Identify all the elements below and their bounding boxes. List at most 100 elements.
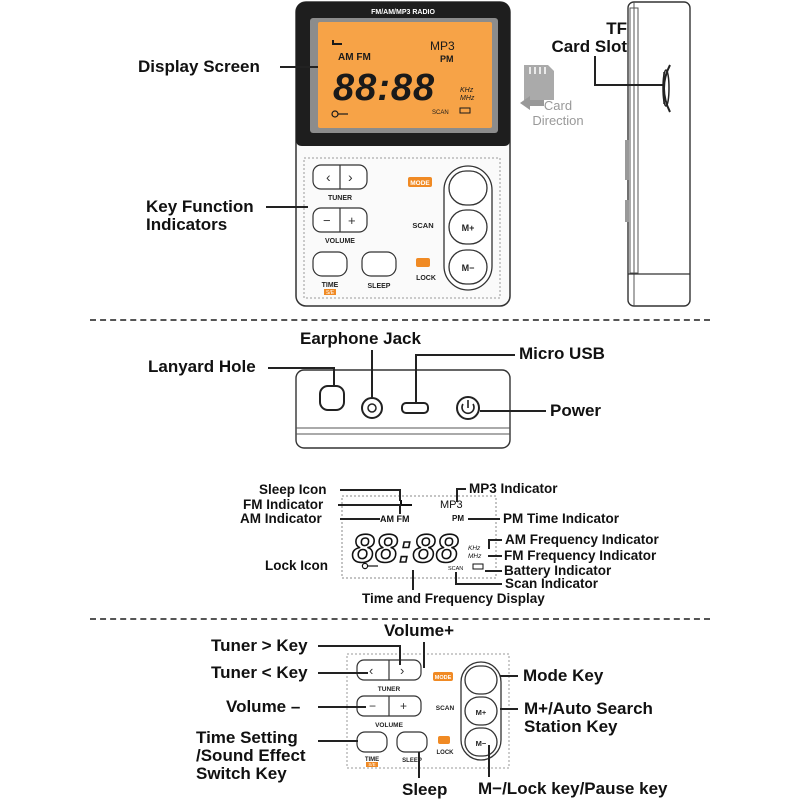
front-lcd-mhz: MHz (460, 95, 475, 102)
front-volume-label: VOLUME (325, 238, 355, 245)
radio-bottom-illustration (295, 369, 511, 449)
front-mplus-key (448, 209, 488, 245)
tuner-prev-glyph: ‹ (369, 663, 373, 678)
volume-minus-label: Volume – (226, 697, 301, 716)
time-freq-pointer (412, 570, 414, 590)
sleep-pointer (418, 752, 420, 778)
sleep-icon-pointer-h (340, 489, 400, 491)
mminus-glyph: M− (476, 739, 487, 748)
mode-label: MODE (435, 675, 452, 681)
lcd-diagram-mhz: MHz (468, 553, 482, 560)
front-volume-minus-glyph: − (323, 213, 331, 228)
front-lcd-khz: KHz (460, 87, 474, 94)
pm-time-indicator-label: PM Time Indicator (503, 511, 620, 526)
lcd-diagram-illustration: 88:88 AM FM MP3 PM KHz MHz SCAN (341, 495, 497, 579)
front-tuner-next-glyph: › (348, 169, 353, 185)
earphone-pointer (371, 350, 373, 398)
lcd-diagram-pm: PM (452, 514, 464, 523)
sleep-icon-pointer-v (399, 489, 401, 501)
lcd-diagram-sleep-icon (400, 500, 412, 506)
front-time-label: TIME (322, 282, 339, 289)
radio-side-illustration (625, 1, 691, 307)
front-lcd-sleep-icon (332, 40, 342, 45)
front-scan-label: SCAN (412, 221, 433, 230)
key-function-pointer (266, 206, 308, 208)
tuner-next-pointer-h (318, 645, 400, 647)
tuner-label: TUNER (378, 686, 401, 693)
usb-pointer-h (415, 354, 515, 356)
front-sleep-label: SLEEP (368, 283, 391, 290)
front-mode-label: MODE (410, 180, 430, 187)
fm-indicator-label: FM Indicator (243, 497, 324, 512)
time-key (356, 731, 388, 753)
front-se-label: S/E (326, 290, 335, 296)
lcd-diagram-scan: SCAN (448, 566, 463, 572)
earphone-jack-icon (361, 397, 383, 419)
front-volume-plus-glyph: + (348, 213, 356, 228)
battery-pointer (485, 570, 502, 572)
lock-icon-label: Lock Icon (265, 558, 329, 573)
am-freq-pointer-v (488, 539, 490, 549)
sleep-key-label: SLEEP (402, 758, 422, 764)
mode-key-label: Mode Key (523, 666, 604, 685)
front-lcd-battery-icon (459, 107, 471, 114)
front-lock-label: LOCK (416, 275, 436, 282)
micro-usb-label: Micro USB (519, 344, 605, 363)
tuner-next-key-label: Tuner > Key (211, 636, 308, 655)
front-time-key (312, 251, 348, 277)
lanyard-pointer-h (268, 367, 334, 369)
time-setting-pointer (318, 740, 358, 742)
tuner-next-glyph: › (400, 663, 404, 678)
keypad-diagram-illustration: ‹ › TUNER − + VOLUME TIME S/E SLEEP MODE… (346, 653, 510, 769)
front-tuner-prev-glyph: ‹ (326, 169, 331, 185)
front-lcd-mp3: MP3 (430, 39, 455, 53)
usb-pointer-v (415, 354, 417, 404)
sleep-key (396, 731, 428, 753)
mminus-pointer (488, 745, 490, 777)
front-lcd (318, 22, 492, 128)
time-label: TIME (365, 757, 379, 763)
time-frequency-display-label: Time and Frequency Display (362, 591, 545, 606)
lcd-diagram-battery-icon (472, 563, 484, 570)
mp3-indicator-label: MP3 Indicator (469, 481, 558, 496)
lcd-diagram-mp3: MP3 (440, 499, 463, 511)
tf-pointer-v (594, 56, 596, 84)
time-setting-label: Time Setting /Sound Effect Switch Key (196, 728, 306, 783)
volume-minus-pointer (318, 706, 366, 708)
am-indicator-label: AM Indicator (240, 511, 322, 526)
scan-label: SCAN (436, 705, 455, 712)
front-mminus-key (448, 249, 488, 285)
front-lcd-pm: PM (440, 54, 454, 64)
card-direction-arrow-icon (520, 96, 544, 110)
front-lcd-key-icon (331, 110, 348, 118)
tf-card-slot-label: TF Card Slot (551, 19, 627, 56)
key-function-label: Key Function Indicators (146, 197, 254, 234)
volume-plus-label: Volume+ (384, 621, 455, 640)
am-frequency-indicator-label: AM Frequency Indicator (505, 532, 659, 547)
mp3-pointer-h (456, 488, 466, 490)
mode-key-pointer (500, 675, 518, 677)
tf-pointer-h (594, 84, 664, 86)
section-divider-2 (90, 618, 710, 620)
mp3-pointer-v (456, 488, 458, 502)
am-indicator-pointer (340, 518, 380, 520)
lcd-diagram-key-icon (361, 562, 378, 570)
tuner-prev-key-label: Tuner < Key (211, 663, 308, 682)
scan-pointer-h (455, 583, 502, 585)
front-sleep-key (361, 251, 397, 277)
lcd-diagram-khz: KHz (468, 545, 481, 552)
front-mplus-glyph: M+ (462, 223, 475, 233)
front-tuner-label: TUNER (328, 195, 352, 202)
section-divider-1 (90, 319, 710, 321)
lcd-diagram-am-fm: AM FM (380, 514, 410, 524)
earphone-jack-label: Earphone Jack (300, 329, 421, 348)
display-screen-pointer (280, 66, 318, 68)
sleep-icon-label: Sleep Icon (259, 482, 327, 497)
tuner-next-pointer-v (399, 645, 401, 665)
front-lcd-scan: SCAN (432, 110, 449, 116)
lanyard-hole-icon (319, 385, 345, 411)
volume-minus-glyph: − (369, 699, 376, 713)
card-direction-label: Card Direction (532, 98, 584, 128)
lcd-diagram-digits: 88:88 (352, 527, 459, 571)
battery-indicator-label: Battery Indicator (504, 563, 612, 578)
